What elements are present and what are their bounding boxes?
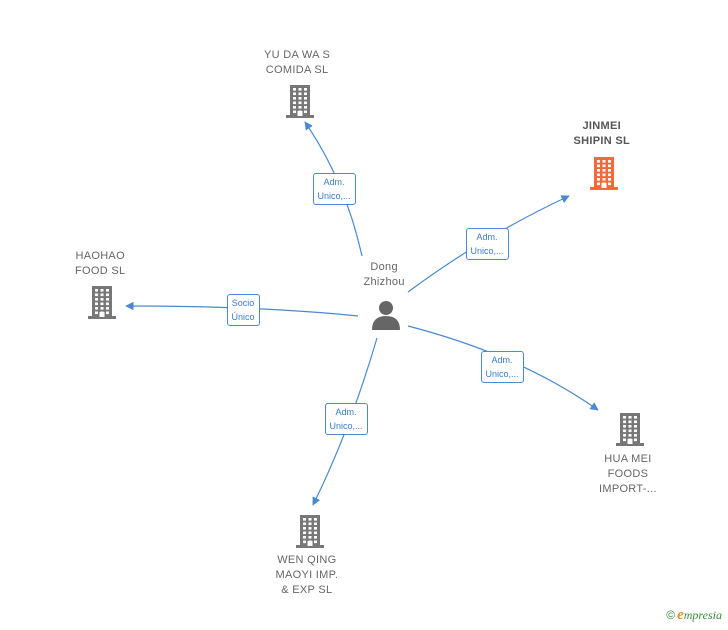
edge-label-line: Unico,... — [317, 191, 351, 201]
company-name-huamei[interactable]: HUA MEI FOODS IMPORT-... — [599, 452, 657, 497]
edge-label-yudawas[interactable]: Adm. Unico,... — [312, 173, 356, 205]
building-icon[interactable] — [294, 514, 326, 553]
building-icon[interactable] — [86, 285, 118, 324]
brand-logo: ©empresia — [666, 607, 722, 624]
company-name-line: JINMEI — [582, 120, 621, 132]
edge-label-line: Adm. — [491, 355, 513, 365]
company-name-line: HAOHAO — [75, 250, 125, 262]
company-name-yudawas[interactable]: YU DA WA S COMIDA SL — [264, 48, 330, 78]
edge-label-huamei[interactable]: Adm. Unico,... — [480, 351, 524, 383]
edge-label-line: Adm. — [323, 177, 345, 187]
company-name-line: IMPORT-... — [599, 483, 657, 495]
person-name-line: Dong — [370, 261, 398, 273]
company-name-line: MAOYI IMP. — [275, 569, 339, 581]
building-icon[interactable] — [614, 412, 646, 451]
copyright-symbol: © — [666, 608, 676, 622]
company-name-line: WEN QING — [277, 554, 337, 566]
company-name-line: FOOD SL — [75, 265, 126, 277]
edge-label-line: Único — [231, 312, 255, 322]
person-icon[interactable] — [372, 300, 400, 335]
edge-label-line: Unico,... — [329, 421, 363, 431]
edge-label-line: Adm. — [476, 232, 498, 242]
edge-label-line: Adm. — [335, 407, 357, 417]
brand-initial: e — [677, 607, 684, 623]
edge-label-line: Socio — [231, 298, 255, 308]
company-name-haohao[interactable]: HAOHAO FOOD SL — [75, 249, 125, 279]
edge-label-jinmei[interactable]: Adm. Unico,... — [465, 228, 509, 260]
building-icon[interactable] — [284, 84, 316, 123]
company-name-line: & EXP SL — [281, 584, 333, 596]
edge-label-line: Unico,... — [485, 369, 519, 379]
company-name-line: FOODS — [607, 468, 649, 480]
company-name-line: SHIPIN SL — [573, 135, 630, 147]
edge-label-wenqing[interactable]: Adm. Unico,... — [324, 403, 368, 435]
company-name-line: YU DA WA S — [264, 49, 331, 61]
person-name-line: Zhizhou — [363, 276, 405, 288]
company-name-jinmei[interactable]: JINMEI SHIPIN SL — [574, 119, 631, 149]
company-name-wenqing[interactable]: WEN QING MAOYI IMP. & EXP SL — [276, 553, 339, 598]
company-name-line: COMIDA SL — [265, 64, 329, 76]
brand-name: mpresia — [683, 608, 722, 622]
company-name-line: HUA MEI — [604, 453, 652, 465]
building-icon[interactable] — [588, 156, 620, 195]
edge-label-line: Unico,... — [470, 246, 504, 256]
